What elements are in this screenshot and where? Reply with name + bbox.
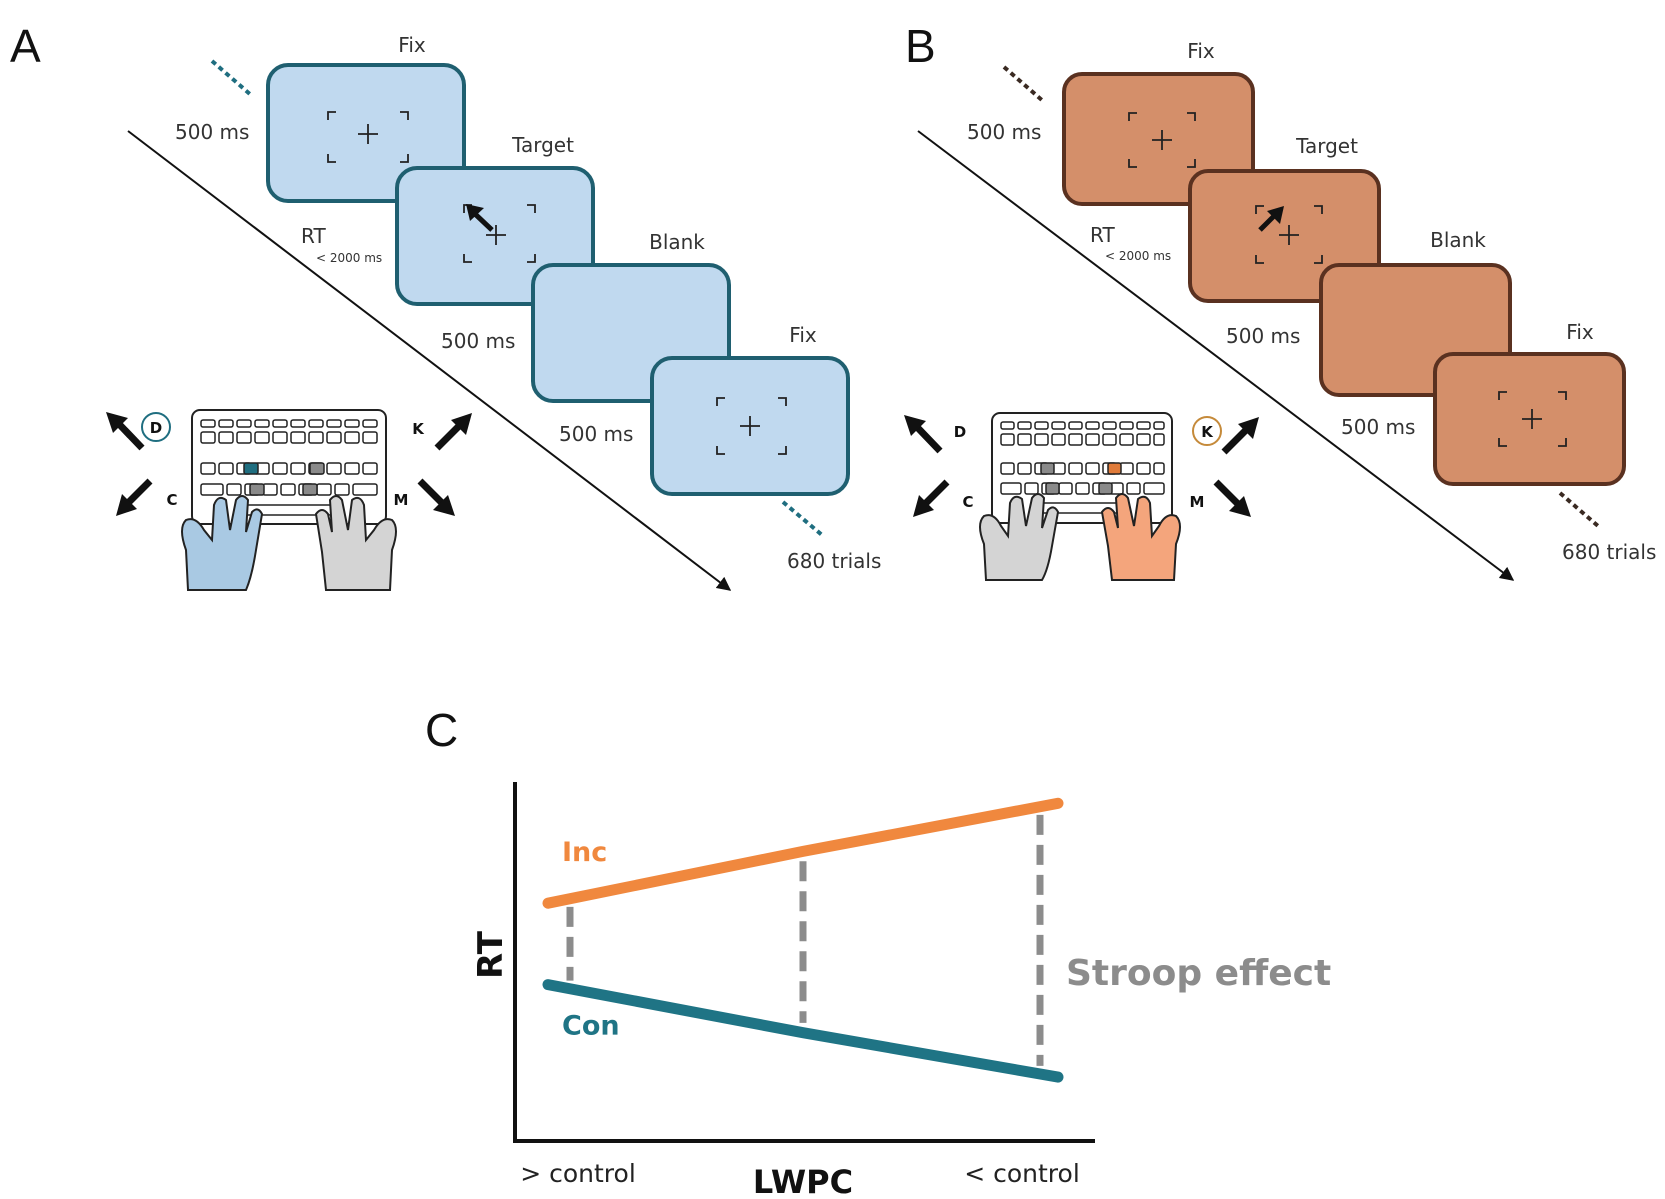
key-k-label: K [1201,423,1214,441]
key-m-label: M [1190,493,1205,511]
series-line-con [542,979,1064,1083]
continuation-dots-start [210,59,253,97]
panel-b-letter: B [905,20,936,72]
series-label-inc: Inc [562,837,607,868]
label-blank: Blank [649,230,705,254]
trials-label: 680 trials [1562,540,1656,564]
panel-c-letter: C [425,704,458,756]
panel-a-letter: A [10,20,41,72]
duration-blank: 500 ms [441,329,515,353]
fixation-frame-icon [1498,391,1567,447]
target-arrow-icon [1258,206,1284,232]
duration-blank: 500 ms [1226,324,1300,348]
key-c-label: C [962,493,973,511]
key-c-label: C [166,491,177,509]
left-hand-icon [181,495,264,591]
right-hand-icon [1100,493,1181,581]
timeline-arrow [917,130,1515,581]
continuation-dots-end [781,500,824,537]
y-axis-label: RT [471,930,511,979]
fixation-frame-icon [1255,205,1323,264]
fixation-frame-icon [327,111,409,163]
left-hand-icon [979,493,1060,581]
series-label-con: Con [562,1011,620,1042]
label-target: Target [511,133,574,157]
stroop-effect-annotation: Stroop effect [1066,953,1331,994]
response-arrow-m-icon [417,478,455,516]
label-target: Target [1295,134,1358,158]
fixation-frame-icon [1128,112,1196,168]
response-arrow-m-icon [1213,479,1251,517]
label-fix-2: Fix [1566,320,1594,344]
continuation-dots-start [1002,65,1045,103]
target-arrow-icon [466,204,494,232]
key-k-label: K [412,420,425,438]
x-axis-label: LWPC [753,1163,853,1199]
duration-rt-limit: < 2000 ms [316,251,382,265]
label-fix-1: Fix [1187,39,1215,63]
response-arrow-d-icon [904,415,943,454]
x-tick-label-left: > control [520,1159,636,1188]
fixation-frame-icon [463,204,536,263]
panel-a: A Fix Target Blank Fix [10,20,881,591]
key-d-highlight [141,412,171,442]
duration-rt: RT [301,224,326,248]
duration-rt-limit: < 2000 ms [1105,249,1171,263]
x-tick-label-right: < control [964,1159,1080,1188]
response-arrow-c-icon [116,478,153,516]
duration-fix-1: 500 ms [175,120,249,144]
label-fix-1: Fix [398,33,426,57]
response-arrow-k-icon [1221,417,1259,455]
duration-rt: RT [1090,223,1115,247]
trials-label: 680 trials [787,549,881,573]
continuation-dots-end [1558,491,1600,528]
right-hand-icon [314,495,397,591]
duration-fix-2: 500 ms [1341,415,1415,439]
panel-b: B Fix Target Blank Fix 500 ms RT < [904,20,1656,581]
key-d-label: D [954,423,966,441]
label-blank: Blank [1430,228,1486,252]
timeline-arrow [127,130,732,591]
response-arrow-d-icon [106,412,145,451]
key-k-highlight [1192,416,1222,446]
response-arrow-c-icon [913,479,950,517]
fixation-frame-icon [716,397,787,455]
duration-fix-2: 500 ms [559,422,633,446]
label-fix-2: Fix [789,323,817,347]
duration-fix-1: 500 ms [967,120,1041,144]
key-m-label: M [394,491,409,509]
key-d-label: D [150,419,162,437]
response-arrow-k-icon [434,413,472,451]
series-line-inc [542,797,1064,909]
